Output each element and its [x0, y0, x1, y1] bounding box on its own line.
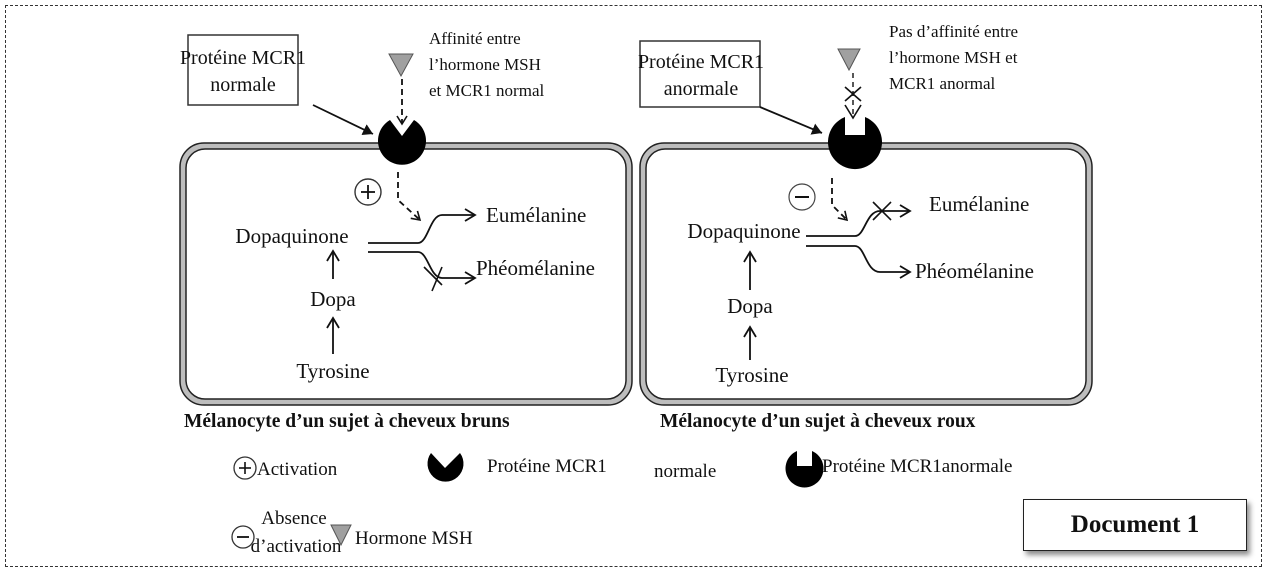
left-activation-symbol-icon [354, 178, 382, 206]
right-eumelanin-block-cross-icon [872, 201, 892, 221]
left-product-pheomelanine: Phéomélanine [476, 256, 595, 280]
right-pathway-tyrosine: Tyrosine [715, 363, 788, 387]
legend-activation-icon [233, 456, 257, 480]
right-eumelanin-branch [806, 204, 912, 237]
legend-normal-protein-label: Protéine MCR1 [487, 456, 607, 477]
left-hormone-note-line1: Affinité entre [429, 29, 521, 48]
left-receptor-normal-icon [377, 120, 426, 165]
left-pathway-dopa: Dopa [310, 287, 356, 311]
left-eumelanin-branch [368, 208, 477, 244]
legend-normal-protein-icon [427, 453, 464, 482]
right-hormone-note-line3: MCR1 anormal [889, 74, 996, 93]
left-pathway-dopaquinone: Dopaquinone [235, 224, 348, 248]
legend-abnormal-protein-label: Protéine MCR1anormale [822, 456, 1013, 477]
right-protein-box [639, 40, 761, 108]
document-label: Document 1 [1070, 511, 1200, 538]
left-pathway-tyrosine: Tyrosine [296, 359, 369, 383]
right-hormone-block-cross-icon [844, 86, 862, 102]
right-protein-pointer-arrow [759, 106, 823, 135]
left-product-eumelanine: Eumélanine [486, 203, 586, 227]
legend: Activation Protéine MCR1 normale Protéin… [231, 451, 1013, 557]
legend-abnormal-protein-icon [785, 451, 824, 488]
right-protein-box-line1: Protéine MCR1 [638, 51, 764, 73]
left-hormone-note-line2: l’hormone MSH [429, 55, 541, 74]
legend-hormone-label: Hormone MSH [355, 528, 473, 549]
right-protein-box-line2: anormale [664, 78, 739, 100]
left-protein-box-line2: normale [210, 74, 276, 96]
right-product-eumelanine: Eumélanine [929, 192, 1029, 216]
right-receptor-abnormal-icon [828, 117, 882, 170]
legend-activation-label: Activation [257, 459, 338, 480]
legend-absence-activation-label-line2: d’activation [251, 536, 342, 557]
left-pheomelanin-branch [368, 251, 477, 285]
right-product-pheomelanine: Phéomélanine [915, 259, 1034, 283]
right-hormone-chevron [844, 104, 862, 120]
right-pathway-dopaquinone: Dopaquinone [687, 219, 800, 243]
left-hormone-msh-icon [388, 53, 414, 78]
right-signal-dashed-arrow [831, 178, 849, 222]
legend-hormone-msh-icon [330, 524, 352, 547]
right-pheomelanin-branch [806, 245, 912, 279]
right-hormone-note-line1: Pas d’affinité entre [889, 22, 1018, 41]
left-panel-caption: Mélanocyte d’un sujet à cheveux bruns [184, 411, 510, 432]
right-hormone-msh-icon [837, 48, 861, 72]
document-frame [5, 5, 1262, 567]
left-protein-box-line1: Protéine MCR1 [180, 47, 306, 69]
left-pheomelanin-block-cross-icon [423, 266, 443, 292]
left-hormone-note-line3: et MCR1 normal [429, 81, 544, 100]
right-absence-activation-symbol-icon [788, 183, 816, 211]
left-panel: Protéine MCR1 normale Affinité entre l’h… [179, 29, 633, 432]
legend-absence-activation-icon [231, 525, 255, 549]
legend-normal-protein-label-suffix: normale [654, 461, 716, 482]
left-protein-box [187, 34, 299, 106]
right-pathway-dopa: Dopa [727, 294, 773, 318]
document-label-box: Document 1 [1023, 499, 1247, 551]
right-panel: Protéine MCR1 anormale Pas d’affinité en… [638, 22, 1093, 432]
left-protein-pointer-arrow [312, 104, 374, 136]
legend-absence-activation-label-line1: Absence [261, 508, 326, 529]
right-hormone-note-line2: l’hormone MSH et [889, 48, 1018, 67]
right-panel-caption: Mélanocyte d’un sujet à cheveux roux [660, 411, 976, 432]
